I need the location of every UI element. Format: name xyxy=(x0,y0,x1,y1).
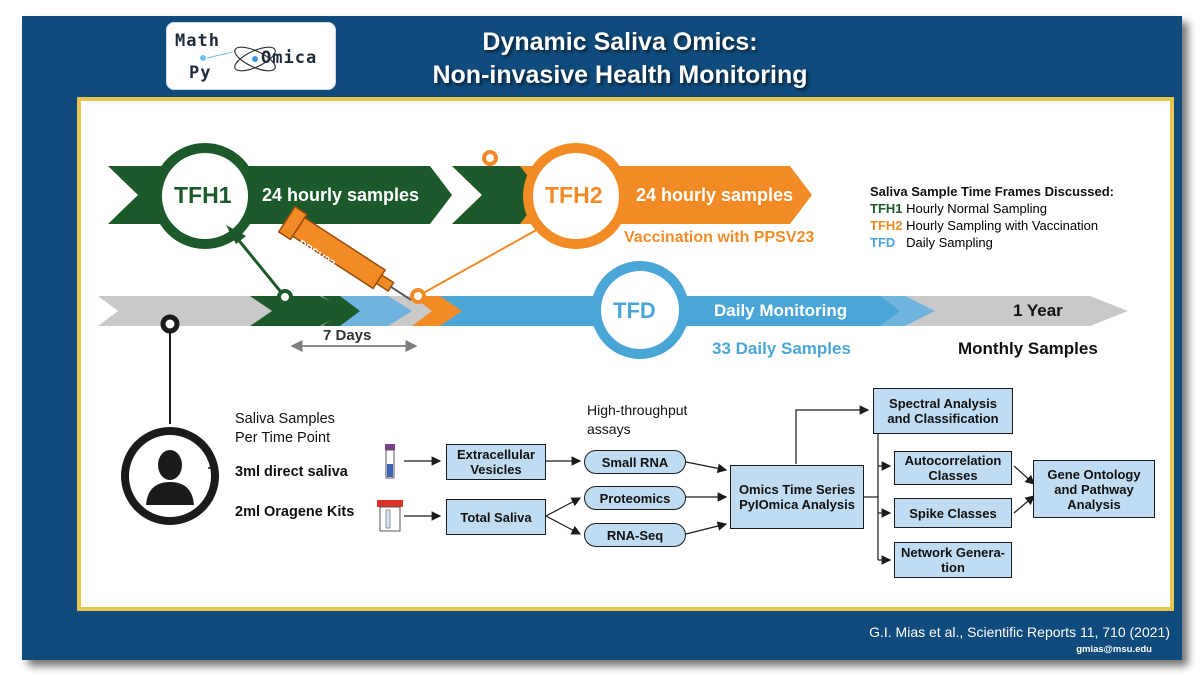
legend-text-tfd: Daily Sampling xyxy=(906,235,993,250)
tfd-start-chevron xyxy=(340,296,412,326)
samples-heading: Saliva Samples Per Time Point xyxy=(235,410,335,448)
seven-days-label: 7 Days xyxy=(323,327,372,344)
legend-item-tfh2: TFH2 Hourly Sampling with Vaccination xyxy=(870,217,1114,234)
tfh1-label: TFH1 xyxy=(174,182,232,208)
title-line-2: Non-invasive Health Monitoring xyxy=(432,61,808,89)
gene-ontology-box: Gene Ontology and Pathway Analysis xyxy=(1033,460,1155,518)
assays-heading-line-2: assays xyxy=(587,421,631,437)
daily-samples-note: 33 Daily Samples xyxy=(712,339,851,358)
title-line-1: Dynamic Saliva Omics: xyxy=(482,28,758,56)
syringe-icon xyxy=(277,205,412,301)
network-generation-box: Network Genera- tion xyxy=(894,542,1012,578)
samples-heading-line-1: Saliva Samples xyxy=(235,411,335,427)
legend-code-tfd: TFD xyxy=(870,235,896,250)
legend-item-tfh1: TFH1 Hourly Normal Sampling xyxy=(870,200,1114,217)
contact-email: gmias@msu.edu xyxy=(1076,644,1152,655)
legend-title: Saliva Sample Time Frames Discussed: xyxy=(870,184,1114,199)
tfh1-banner-text: 24 hourly samples xyxy=(262,185,420,205)
tfd-label: TFD xyxy=(613,298,656,323)
oragene-kits-label: 2ml Oragene Kits xyxy=(235,504,355,520)
tfd-circle xyxy=(591,261,689,359)
vaccination-note: Vaccination with PPSV23 xyxy=(624,229,815,246)
legend-text-tfh1: Hourly Normal Sampling xyxy=(906,201,1048,216)
logo-text-py: Py xyxy=(189,63,212,83)
logo-text-omica: Omica xyxy=(261,48,318,68)
tfd-band-tip xyxy=(880,296,935,326)
total-saliva-box: Total Saliva xyxy=(446,499,546,535)
legend-code-tfh1: TFH1 xyxy=(870,201,903,216)
assays-heading-line-1: High-throughput xyxy=(587,402,688,418)
legend-code-tfh2: TFH2 xyxy=(870,218,903,233)
spectral-analysis-box: Spectral Analysis and Classification xyxy=(873,388,1013,434)
direct-saliva-label: 3ml direct saliva xyxy=(235,464,348,480)
tfh1-chevron-2 xyxy=(322,296,368,326)
one-year-label: 1 Year xyxy=(1013,301,1063,320)
oragene-kit-icon xyxy=(377,500,403,532)
legend-text-tfh2: Hourly Sampling with Vaccination xyxy=(906,218,1099,233)
autocorrelation-classes-box: Autocorrelation Classes xyxy=(894,451,1012,485)
rna-seq-pill: RNA-Seq xyxy=(584,523,686,547)
mathiomica-logo: Math Py Omica xyxy=(166,22,336,90)
atom-icon xyxy=(200,46,276,72)
extracellular-vesicles-box: Extracellular Vesicles xyxy=(446,444,546,480)
legend-item-tfd: TFD Daily Sampling xyxy=(870,234,1114,251)
samples-heading-line-2: Per Time Point xyxy=(235,430,331,446)
spike-classes-box: Spike Classes xyxy=(894,498,1012,528)
legend: Saliva Sample Time Frames Discussed: TFH… xyxy=(870,183,1114,251)
citation: G.I. Mias et al., Scientific Reports 11,… xyxy=(869,624,1170,640)
tfd-banner-text: Daily Monitoring xyxy=(714,301,848,320)
assays-heading: High-throughput assays xyxy=(587,401,687,439)
omics-time-series-box: Omics Time Series PyIOmica Analysis xyxy=(730,465,864,529)
tfh2-banner-text: 24 hourly samples xyxy=(636,185,794,205)
slide-title: Dynamic Saliva Omics: Non-invasive Healt… xyxy=(360,26,880,92)
tfh1-chevron xyxy=(250,296,348,326)
proteomics-pill: Proteomics xyxy=(584,486,686,510)
person-icon xyxy=(146,450,194,505)
monthly-samples-label: Monthly Samples xyxy=(958,339,1098,358)
logo-text-math: Math xyxy=(175,31,220,51)
small-rna-pill: Small RNA xyxy=(584,450,686,474)
tfh2-label: TFH2 xyxy=(545,182,603,208)
saliva-tube-icon xyxy=(385,444,395,479)
